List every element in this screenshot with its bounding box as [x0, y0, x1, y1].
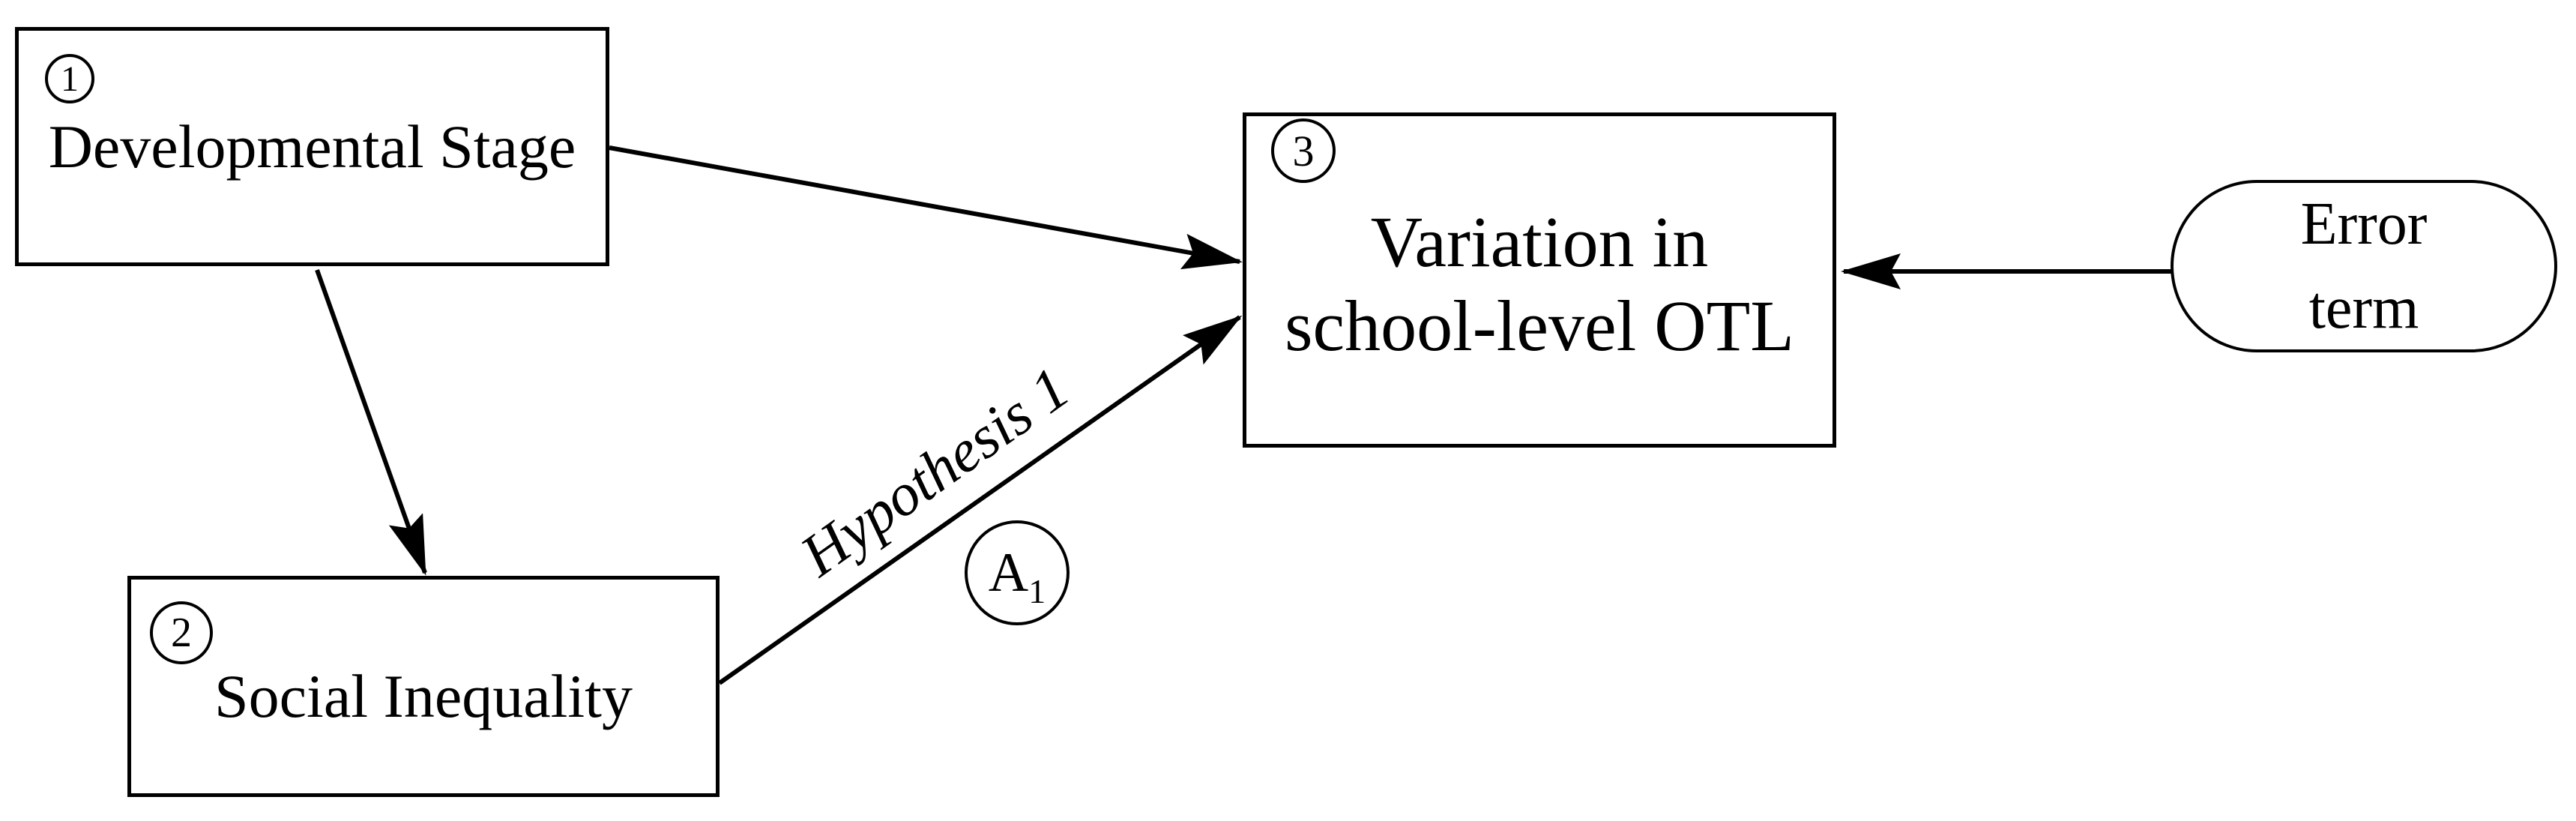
coefficient-base: A	[988, 541, 1029, 604]
node-developmental-stage: Developmental Stage	[15, 27, 609, 266]
node-label-line2: term	[2308, 275, 2419, 341]
circled-number-3: 3	[1271, 118, 1336, 183]
coefficient-text: A1	[988, 541, 1046, 608]
node-error-term: Error term	[2171, 180, 2557, 352]
circled-number-text: 3	[1292, 126, 1315, 175]
node-label-line2: school-level OTL	[1285, 285, 1794, 366]
node-label: Social Inequality	[214, 661, 633, 730]
node-label: Developmental Stage	[48, 112, 576, 181]
arrow-developmental-stage-to-social-inequality	[315, 268, 427, 576]
arrow-social-inequality-to-variation	[718, 315, 1243, 685]
node-variation-school-otl: Variation in school-level OTL	[1243, 112, 1836, 448]
node-social-inequality: Social Inequality	[127, 576, 720, 797]
coefficient-subscript: 1	[1028, 571, 1046, 610]
circled-number-2: 2	[150, 601, 213, 664]
arrow-developmental-stage-to-variation	[609, 145, 1243, 270]
node-label-line1: Error	[2300, 191, 2428, 257]
circled-number-text: 2	[171, 610, 192, 656]
node-label-line1: Variation in	[1370, 201, 1709, 282]
coefficient-a1-circle: A1	[965, 520, 1070, 625]
circled-number-1: 1	[45, 54, 94, 103]
circled-number-text: 1	[61, 58, 79, 99]
